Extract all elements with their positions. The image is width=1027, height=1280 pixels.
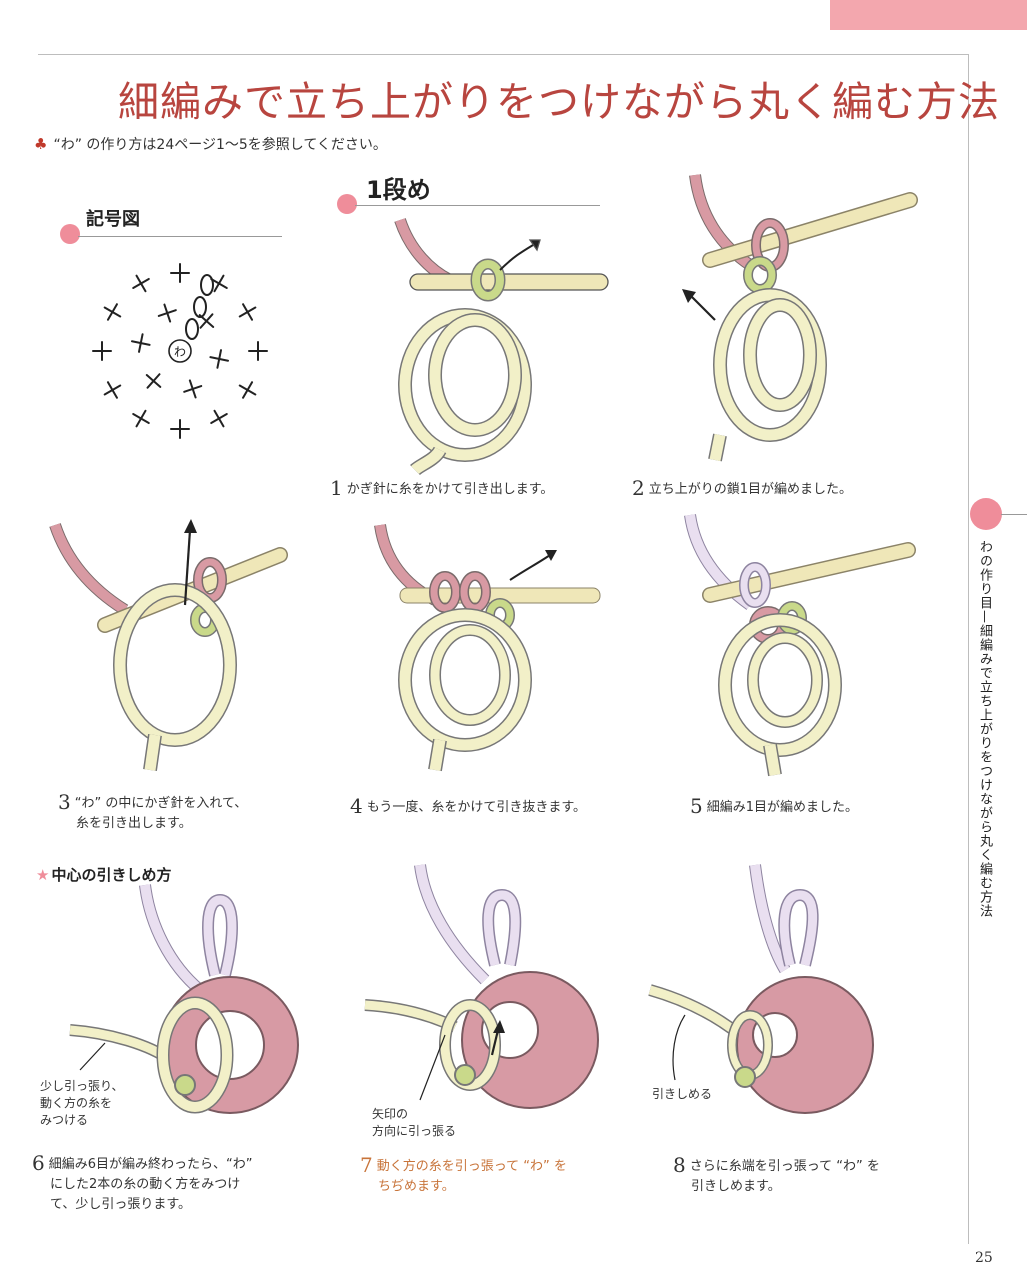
side-dot-icon (970, 498, 1002, 530)
single-crochet-symbol (248, 341, 268, 361)
single-crochet-symbol (170, 263, 190, 283)
frame-right-line (968, 54, 969, 1244)
step7-annotation: 矢印の 方向に引っ張る (372, 1107, 457, 1138)
center-tighten-label: ★中心の引きしめ方 (36, 866, 172, 884)
single-crochet-symbol (157, 303, 177, 323)
single-crochet-symbol (130, 333, 151, 353)
corner-tab (830, 0, 1027, 30)
center-ring-mark: わ (174, 345, 186, 359)
frame-top-line (38, 54, 968, 55)
row1-dot-icon (337, 194, 357, 214)
side-title: わの作り目—細編みで立ち上がりをつけながら丸く編む方法 (977, 540, 992, 918)
club-icon: ♣ (34, 135, 48, 153)
single-crochet-symbol (210, 274, 228, 293)
single-crochet-symbol (170, 419, 190, 439)
step5-illustration (684, 514, 916, 777)
single-crochet-symbol (210, 409, 228, 428)
step1-illustration (394, 217, 609, 476)
step3-caption: 3“わ” の中にかぎ針を入れて、 糸を引き出します。 (58, 790, 248, 831)
single-crochet-symbol (92, 341, 112, 361)
side-rule (1001, 514, 1027, 515)
step4-illustration (374, 524, 601, 772)
step2-illustration (682, 174, 918, 462)
step8-annotation: 引きしめる (652, 1087, 713, 1101)
step6-annotation: 少し引っ張り、 動く方の糸を みつける (40, 1079, 124, 1127)
step8-illustration (648, 864, 874, 1114)
symbol-chart-diagram: わ (92, 263, 268, 439)
row1-rule (355, 205, 600, 206)
page-title: 細編みで立ち上がりをつけながら丸く編む方法 (118, 78, 1000, 126)
step3-illustration (49, 519, 288, 771)
section-dot-icon (60, 224, 80, 244)
single-crochet-symbol (209, 349, 230, 369)
single-crochet-symbol (145, 373, 162, 389)
single-crochet-symbol (238, 381, 257, 399)
single-crochet-symbol (132, 274, 150, 293)
single-crochet-symbol (238, 303, 257, 321)
step7-illustration (364, 864, 599, 1109)
step6-illustration (69, 884, 299, 1114)
single-crochet-symbol (103, 381, 122, 399)
row1-label: 1段め (366, 176, 431, 204)
section-rule (78, 236, 282, 237)
star-icon: ★ (36, 866, 50, 884)
symbol-chart-label: 記号図 (86, 209, 140, 230)
reference-note: ♣“わ” の作り方は24ページ1～5を参照してください。 (34, 135, 387, 153)
single-crochet-symbol (132, 409, 150, 428)
single-crochet-symbol (183, 379, 203, 399)
page-number: 25 (975, 1250, 993, 1266)
single-crochet-symbol (103, 303, 122, 321)
